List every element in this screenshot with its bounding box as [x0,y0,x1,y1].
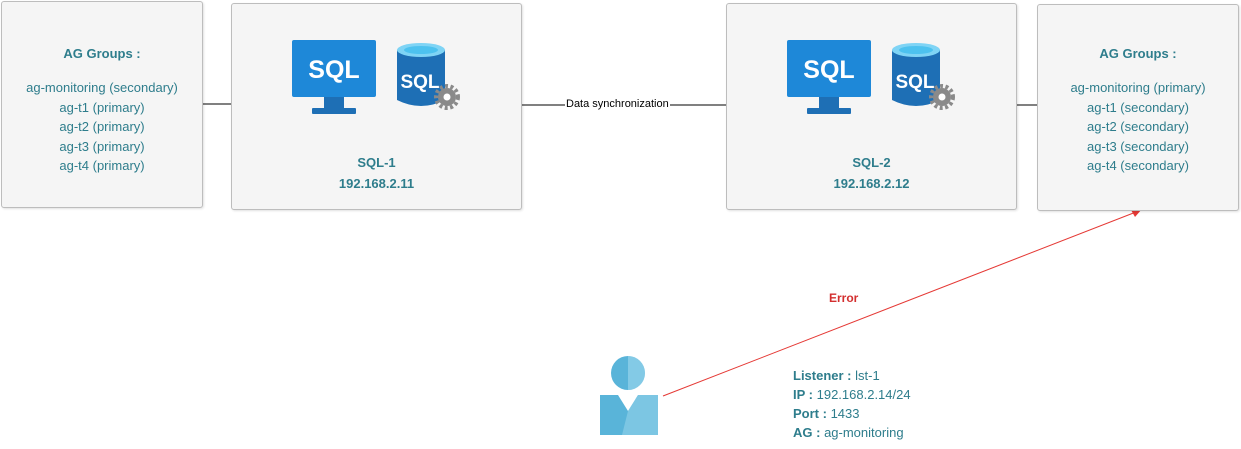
error-arrow-line [662,211,1137,397]
left-ag-title: AG Groups : [63,46,141,61]
right-ag-item: ag-t2 (secondary) [1087,119,1189,134]
left-ag-groups-box: AG Groups : ag-monitoring (secondary) ag… [1,1,203,208]
left-ag-item: ag-t4 (primary) [59,158,145,173]
left-ag-item: ag-t3 (primary) [59,138,145,154]
right-ag-title: AG Groups : [1099,46,1177,61]
svg-text:SQL: SQL [400,72,439,93]
svg-text:SQL: SQL [308,56,359,84]
sql-monitor-icon: SQL [787,40,871,114]
left-ag-item: ag-t1 (primary) [59,99,145,115]
server-1-name: SQL-1 [357,155,396,170]
right-ag-item: ag-monitoring (primary) [1070,80,1206,95]
left-ag-item: ag-monitoring (secondary) [26,80,178,95]
error-label: Error [829,291,859,305]
right-ag-item: ag-t4 (secondary) [1087,158,1189,173]
ip-key: IP : [793,387,813,402]
listener-value: lst-1 [851,368,880,383]
sql-monitor-icon: SQL [292,40,376,114]
listener-line: Listener : lst-1 [793,366,911,385]
left-ag-item: ag-t2 (primary) [59,119,145,134]
error-arrowhead [1131,209,1142,217]
server-1-ip: 192.168.2.11 [338,176,415,191]
ag-line: AG : ag-monitoring [793,423,911,442]
svg-text:SQL: SQL [803,56,854,84]
listener-info: Listener : lst-1 IP : 192.168.2.14/24 Po… [793,366,911,442]
ip-value: 192.168.2.14/24 [813,387,911,402]
listener-key: Listener : [793,368,852,383]
port-key: Port : [793,406,827,421]
server-2-box: SQL SQL SQL-2 192.168.2.12 [726,3,1017,210]
port-line: Port : 1433 [793,404,911,423]
port-value: 1433 [826,406,860,421]
data-sync-label: Data synchronization [565,98,670,110]
sql-server-icon-group: SQL SQL [292,40,460,114]
right-ag-item: ag-t1 (secondary) [1087,99,1189,115]
server-2-ip: 192.168.2.12 [833,176,910,191]
server-1-box: SQL SQL SQL-1 192.168.2.11 [231,3,522,210]
ag-value: ag-monitoring [820,425,904,440]
sql-database-gear-icon: SQL [397,43,460,110]
server-2-name: SQL-2 [852,155,891,170]
sql-server-icon-group: SQL SQL [787,40,955,114]
ag-key: AG : [793,425,821,440]
user-icon [600,356,658,435]
svg-text:SQL: SQL [895,72,934,93]
sql-database-gear-icon: SQL [892,43,955,110]
right-ag-item: ag-t3 (secondary) [1087,138,1189,154]
right-ag-groups-box: AG Groups : ag-monitoring (primary) ag-t… [1037,4,1239,211]
ip-line: IP : 192.168.2.14/24 [793,385,911,404]
